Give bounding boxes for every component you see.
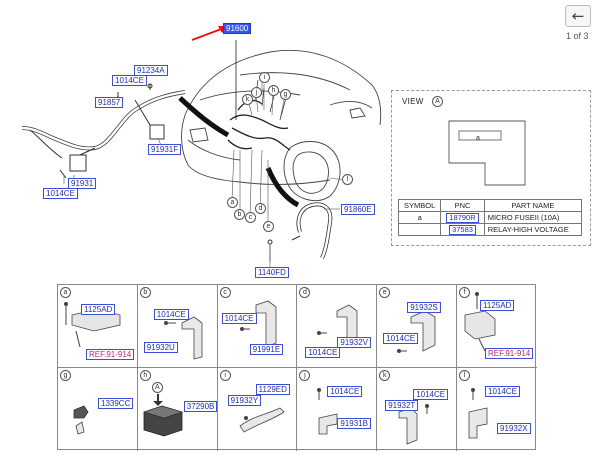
part-f-illustration [464, 292, 496, 352]
part-tag[interactable]: 91932X [497, 423, 531, 434]
callout-91931[interactable]: 91931 [68, 178, 97, 189]
part-g-illustration [73, 405, 89, 435]
cell-symbol: a [397, 211, 442, 224]
table-row: a 18790R MICRO FUSEII (10A) [397, 211, 583, 224]
marker-g: g [280, 89, 291, 100]
cell-letter: c [219, 287, 231, 298]
parts-table: SYMBOL PNC PART NAME a 18790R MICRO FUSE… [397, 199, 583, 236]
callout-91234a[interactable]: 91234A [134, 65, 168, 76]
component-grid: a 1125AD REF.91-914 b 1014CE 91932U c 10… [57, 284, 537, 451]
grid-cell-i: i 1129ED 91932Y [218, 368, 298, 451]
marker-h: h [268, 85, 279, 96]
part-j-illustration [317, 388, 338, 435]
arrow-left-icon: ← [571, 7, 585, 25]
part-tag[interactable]: 1014CE [153, 309, 189, 320]
callout-91931f[interactable]: 91931F [148, 144, 182, 155]
part-tag[interactable]: 1014CE [327, 386, 363, 397]
part-tag[interactable]: 1014CE [485, 386, 520, 397]
grid-cell-c: c 1014CE 91991E [217, 285, 298, 368]
cell-letter: k [379, 370, 391, 381]
grid-cell-b: b 1014CE 91932U [137, 285, 218, 368]
marker-b: b [234, 209, 245, 220]
col-part-name: PART NAME [483, 199, 583, 212]
part-tag[interactable]: 37290B [183, 401, 218, 412]
col-symbol: SYMBOL [397, 199, 442, 212]
cell-pnc-link[interactable]: 37583 [449, 224, 476, 235]
grid-cell-j: j 1014CE 91931B [297, 368, 378, 451]
callout-1014ce-bottom[interactable]: 1014CE [43, 188, 78, 199]
grid-cell-k: k 1014CE 91932T [377, 368, 457, 451]
part-tag[interactable]: 1014CE [383, 333, 419, 344]
marker-k: k [242, 94, 253, 105]
view-marker-a: A [151, 382, 163, 393]
part-l-illustration [468, 388, 488, 439]
callout-1140fd[interactable]: 1140FD [255, 267, 289, 278]
marker-i: i [259, 72, 270, 83]
view-a-panel: VIEW A a SYMBOL PNC PART NAME a 18790R M… [391, 90, 591, 246]
marker-e: e [263, 221, 274, 232]
page-indicator: 1 of 3 [566, 31, 589, 41]
part-ref-tag[interactable]: REF.91-914 [86, 349, 135, 360]
cell-pnc-link[interactable]: 18790R [446, 212, 479, 223]
cell-part-name: MICRO FUSEII (10A) [483, 211, 583, 224]
cell-letter: d [299, 287, 311, 298]
part-tag[interactable]: 1125AD [480, 300, 515, 311]
callout-1014ce-top[interactable]: 1014CE [112, 75, 147, 86]
part-tag[interactable]: 1014CE [305, 347, 341, 358]
cell-symbol [397, 223, 442, 236]
back-arrow-button[interactable]: ← [565, 5, 591, 27]
part-tag[interactable]: 1125AD [81, 304, 116, 315]
cell-letter: e [379, 287, 391, 298]
grid-cell-a: a 1125AD REF.91-914 [58, 285, 138, 368]
grid-cell-f: f 1125AD REF.91-914 [457, 285, 537, 368]
col-pnc: PNC [440, 199, 485, 212]
part-tag[interactable]: 91932U [143, 342, 178, 353]
fuse-label-a: a [476, 135, 480, 142]
part-i-illustration [239, 407, 285, 433]
part-tag[interactable]: 91932Y [227, 395, 262, 406]
grid-cell-l: l 1014CE 91932X [457, 368, 537, 451]
part-e-illustration [397, 310, 436, 353]
table-row: 37583 RELAY-HIGH VOLTAGE [397, 223, 583, 236]
cell-part-name: RELAY-HIGH VOLTAGE [483, 223, 583, 236]
cell-letter: j [299, 370, 311, 381]
marker-l: l [342, 174, 353, 185]
part-ref-tag[interactable]: REF.91-914 [485, 348, 534, 359]
callout-91600[interactable]: 91600 [223, 23, 252, 34]
part-tag[interactable]: 1014CE [413, 389, 449, 400]
cell-letter: b [139, 287, 151, 298]
part-c-illustration [239, 300, 276, 348]
cell-letter: i [219, 370, 231, 381]
part-tag[interactable]: 91931B [337, 418, 371, 429]
view-marker-a: A [432, 96, 443, 107]
grid-cell-e: e 91932S 1014CE [377, 285, 457, 368]
cell-letter: l [459, 370, 470, 381]
grid-cell-d: d 91932V 1014CE [297, 285, 378, 368]
marker-c: c [245, 212, 256, 223]
marker-j: j [251, 87, 262, 98]
fuse-box-shape [448, 120, 526, 186]
cell-letter: f [459, 287, 470, 298]
cell-letter: h [139, 370, 151, 381]
part-tag[interactable]: 1014CE [221, 313, 257, 324]
part-b-illustration [163, 316, 203, 360]
view-label: VIEW [402, 97, 424, 106]
grid-cell-h: h A 37290B [138, 368, 218, 451]
marker-d: d [255, 203, 266, 214]
part-tag[interactable]: 91932V [337, 337, 371, 348]
grid-cell-g: g 1339CC [58, 368, 138, 451]
part-tag[interactable]: 91991E [249, 344, 284, 355]
cell-letter: a [60, 287, 71, 298]
callout-91860e[interactable]: 91860E [341, 204, 375, 215]
cell-letter: g [60, 370, 71, 381]
part-tag[interactable]: 91932T [385, 400, 419, 411]
part-tag[interactable]: 1129ED [255, 384, 290, 395]
callout-91857[interactable]: 91857 [95, 97, 124, 108]
part-tag[interactable]: 1339CC [98, 398, 134, 409]
part-tag[interactable]: 91932S [407, 302, 441, 313]
marker-a: a [227, 197, 238, 208]
part-h-illustration [142, 394, 183, 437]
